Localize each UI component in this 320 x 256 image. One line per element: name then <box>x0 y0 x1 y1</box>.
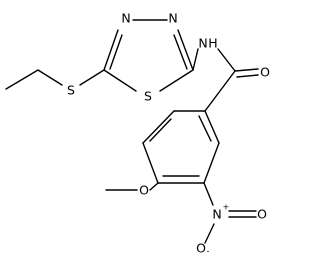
bond-c-o <box>234 68 259 72</box>
bond-ring-nitro <box>203 182 214 206</box>
bonds <box>5 19 259 244</box>
bond-nh-co <box>217 48 236 72</box>
bond-ch2-s <box>37 69 63 86</box>
atom-o-carbonyl: O <box>260 65 270 80</box>
bond-ring-2-inner <box>149 118 172 142</box>
bond-nitro-o-single <box>204 223 215 244</box>
bond-c5-n4-double <box>109 34 123 70</box>
bond-c2-s1 <box>159 69 194 92</box>
atom-n-amide: N <box>198 36 207 51</box>
bond-c5-n4 <box>103 29 119 71</box>
atom-s-thioether: S <box>67 83 75 98</box>
bond-ring-ometh <box>149 182 159 191</box>
bond-ring-6-inner <box>198 115 212 142</box>
bond-ring-6 <box>204 110 220 144</box>
bond-n3-c2-double <box>173 34 188 70</box>
bond-co-ring <box>204 70 236 112</box>
atom-o-nitro-double: O <box>257 207 267 222</box>
atom-labels: N N S S N H O O N + O O - <box>67 11 270 256</box>
bond-ring-5 <box>203 142 220 184</box>
bond-ring-2 <box>142 110 175 144</box>
atom-n-thiadiazole-right: N <box>168 11 177 26</box>
atom-o-methoxy: O <box>139 183 149 198</box>
bond-s1-c5 <box>103 69 137 92</box>
charge-nitro-o: - <box>207 247 210 256</box>
bond-ch3-ch2 <box>5 69 39 90</box>
bond-s-c5 <box>79 69 105 86</box>
atom-s-ring: S <box>144 89 152 104</box>
bond-ring-3 <box>142 142 159 184</box>
atom-n-nitro: N <box>212 207 221 222</box>
atom-n-thiadiazole-left: N <box>121 11 130 26</box>
charge-nitro-n: + <box>223 203 230 212</box>
bond-c-o-double <box>236 74 259 78</box>
molecule-structure: N N S S N H O O N + O O - <box>5 11 270 256</box>
bond-n3-c2 <box>177 29 194 71</box>
atom-h-amide: H <box>208 36 217 51</box>
atom-o-nitro-single: O <box>196 241 206 256</box>
bond-c2-nh <box>192 48 199 71</box>
